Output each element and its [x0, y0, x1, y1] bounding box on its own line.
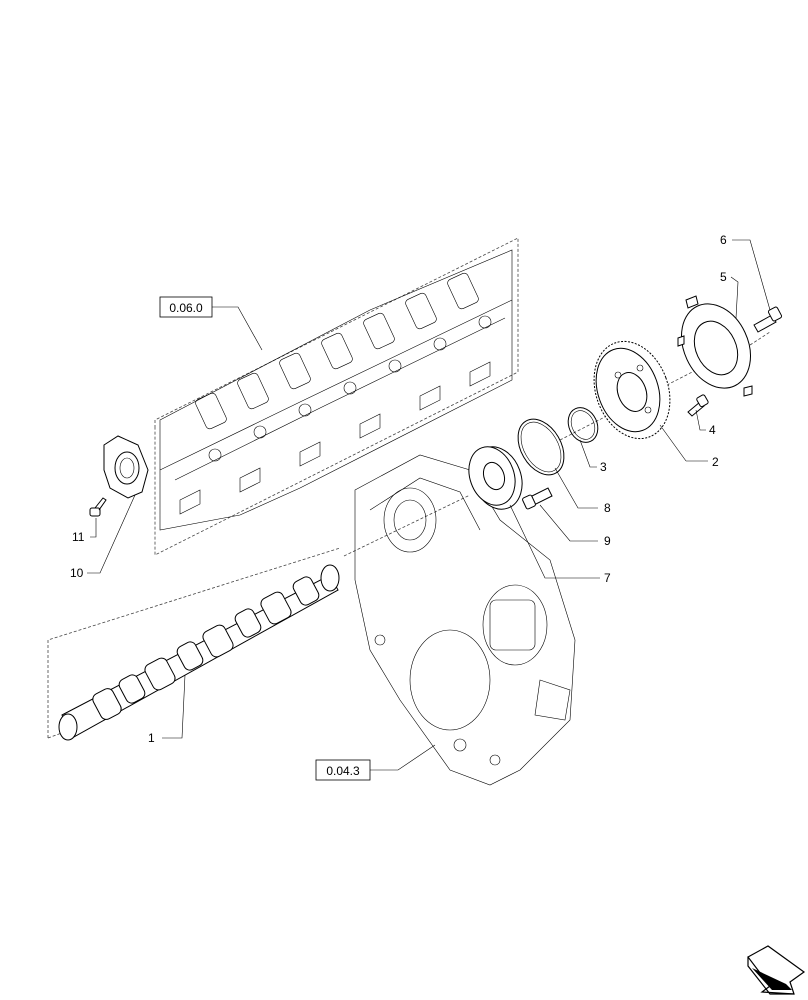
part-6-bolt	[753, 306, 783, 333]
callout-1: 1	[148, 731, 155, 745]
ref-box-cylinder-head: 0.06.0	[159, 296, 213, 318]
callout-labels: 1 2 3 4 5 6 7 8 9 10 11	[70, 233, 727, 745]
callout-5: 5	[720, 270, 727, 284]
dashed-envelopes	[47, 237, 771, 739]
callout-7: 7	[604, 571, 611, 585]
leader-lines	[87, 239, 771, 771]
cylinder-head	[159, 249, 513, 531]
ref-box-timing-cover: 0.04.3	[315, 759, 371, 781]
part-3-ring	[567, 407, 599, 443]
part-4-bolt	[687, 394, 709, 417]
part-8-o-ring	[517, 418, 565, 476]
ref-cylinder-head-label: 0.06.0	[169, 301, 203, 315]
part-11-bolt	[89, 497, 107, 517]
part-10-end-plate	[103, 435, 149, 499]
ref-timing-cover-label: 0.04.3	[326, 764, 360, 778]
callout-9: 9	[604, 534, 611, 548]
callout-4: 4	[709, 423, 716, 437]
callout-3: 3	[600, 460, 607, 474]
callout-11: 11	[72, 530, 85, 544]
part-1-camshaft	[58, 564, 340, 741]
callout-10: 10	[70, 566, 84, 580]
callout-2: 2	[712, 455, 719, 469]
callout-8: 8	[604, 501, 611, 515]
callout-6: 6	[720, 233, 727, 247]
part-9-bolt	[522, 487, 553, 510]
part-2-camshaft-gear	[593, 340, 671, 440]
part-7-gear-hub	[468, 446, 523, 510]
next-page-arrow-icon[interactable]	[747, 945, 806, 995]
part-5-plate	[677, 295, 753, 397]
timing-gear-housing	[354, 454, 576, 786]
